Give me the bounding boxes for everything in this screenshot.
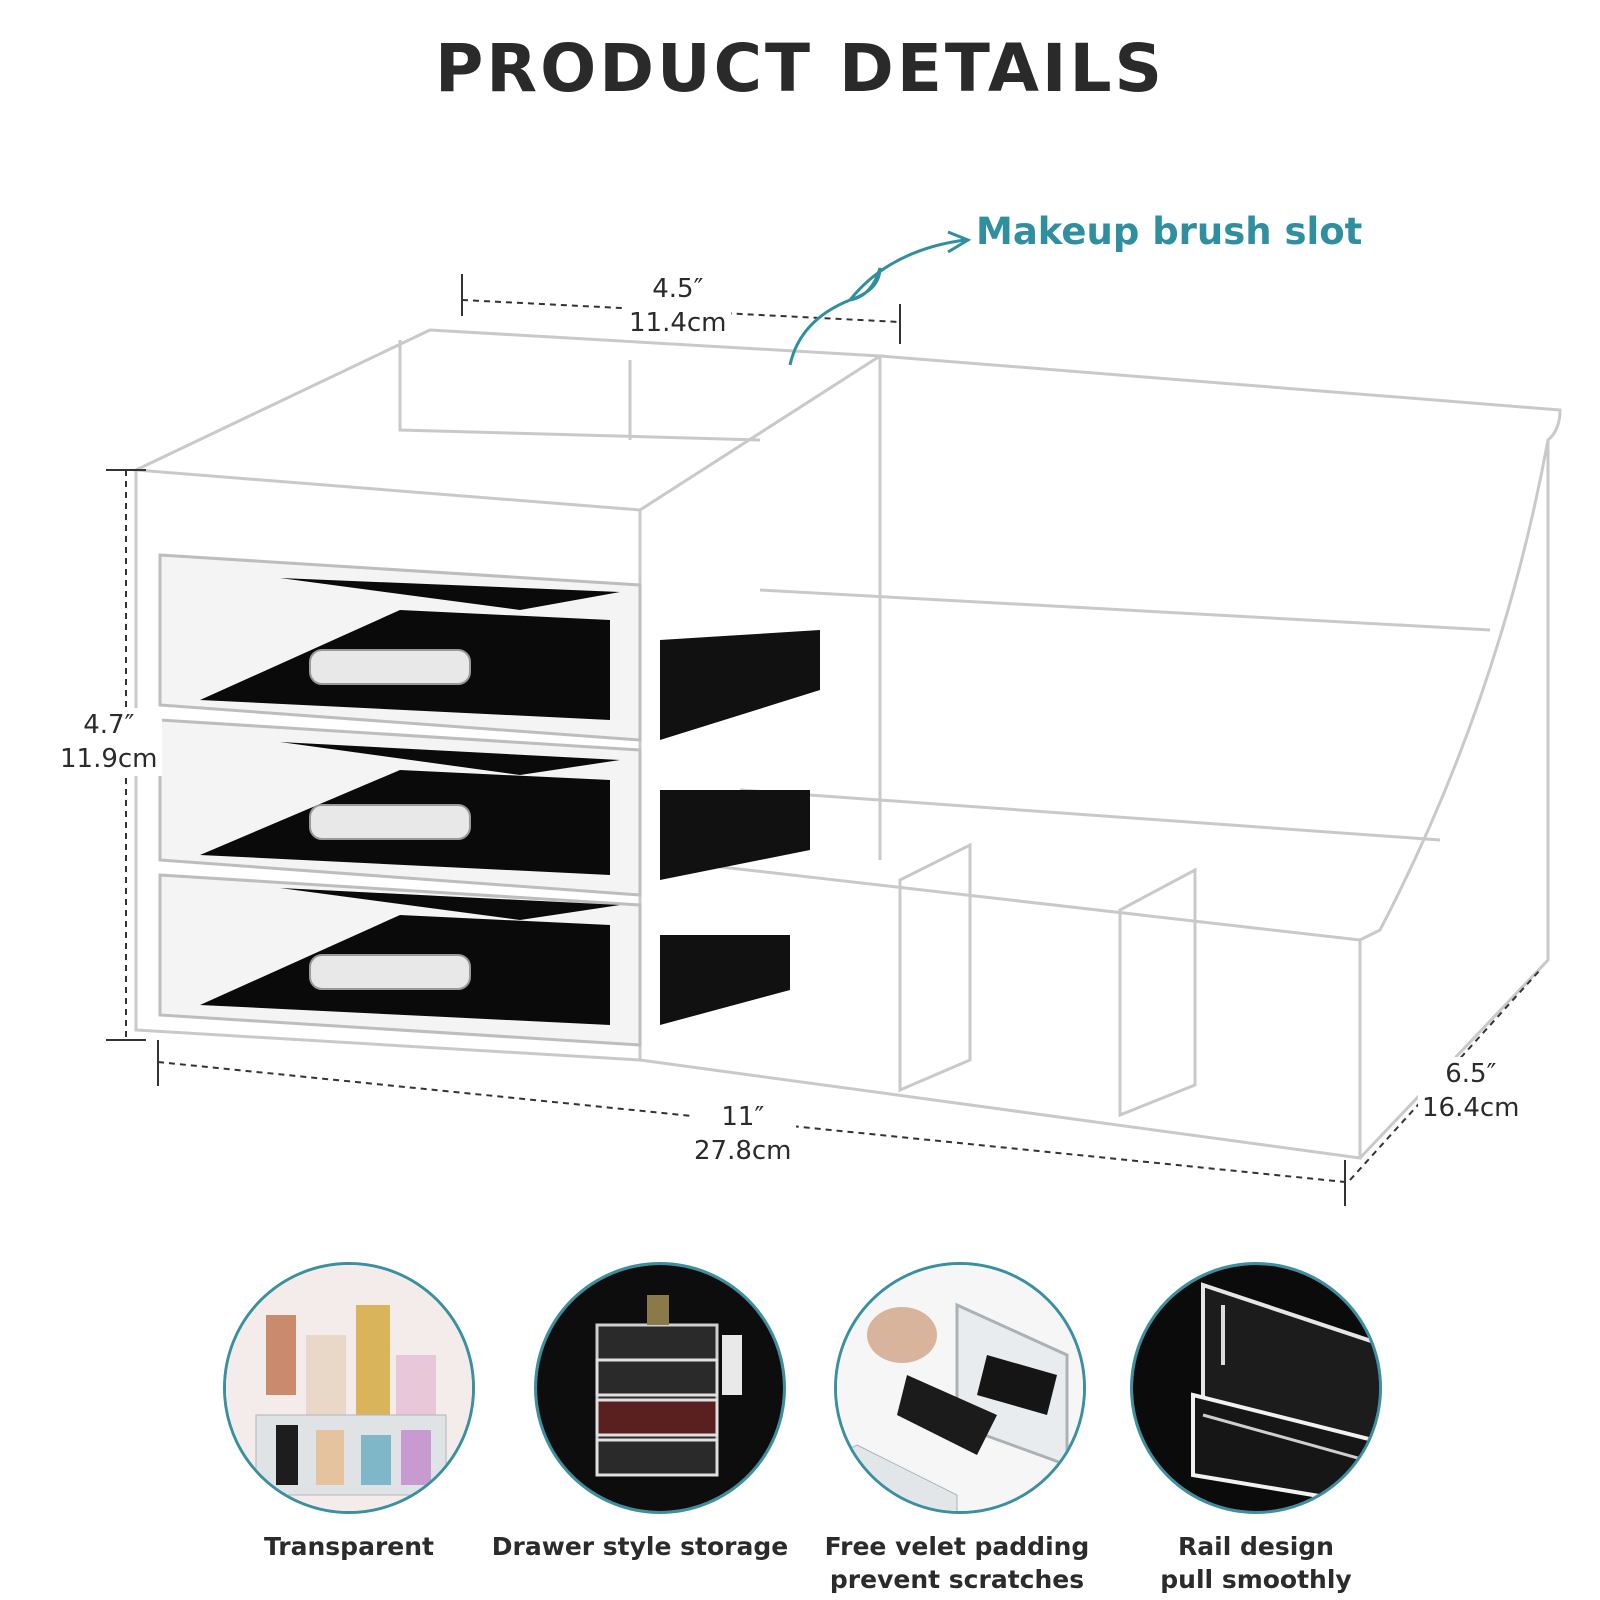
makeup-brush-slot-callout: Makeup brush slot	[976, 210, 1363, 253]
feature-label-velet-padding: Free velet padding prevent scratches	[824, 1532, 1090, 1594]
dim-height: 4.7″ 11.9cm	[56, 708, 162, 776]
organizer-illustration	[106, 230, 1562, 1206]
dim-length: 11″ 27.8cm	[690, 1100, 796, 1168]
feature-label-transparent: Transparent	[264, 1532, 434, 1561]
drawer-3	[158, 873, 790, 1047]
callout-arrow	[788, 238, 966, 366]
page-title: PRODUCT DETAILS	[434, 30, 1166, 107]
feature-image-drawers	[534, 1262, 786, 1514]
feature-label-rail-design: Rail design pull smoothly	[1160, 1532, 1352, 1594]
feature-label-drawer-style: Drawer style storage	[491, 1532, 789, 1561]
feature-image-padding	[834, 1262, 1086, 1514]
dim-top-width: 4.5″ 11.4cm	[625, 272, 731, 340]
feature-image-rail	[1130, 1262, 1382, 1514]
dim-depth: 6.5″ 16.4cm	[1418, 1057, 1524, 1125]
feature-image-transparent	[223, 1262, 475, 1514]
drawer-1	[158, 553, 820, 742]
drawer-2	[158, 718, 810, 897]
